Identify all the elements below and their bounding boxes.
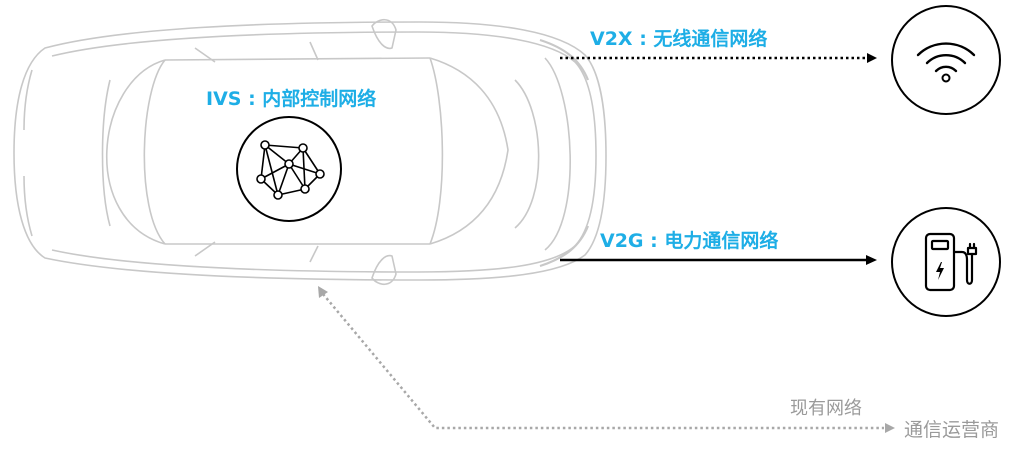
- v2g-label: V2G : 电力通信网络: [600, 226, 778, 253]
- network-mesh-icon: [237, 117, 341, 221]
- carrier-label: 通信运营商: [904, 415, 999, 442]
- existing-network-label: 现有网络: [790, 394, 862, 420]
- v2x-arrow: [560, 53, 877, 63]
- wifi-icon: [892, 6, 1000, 114]
- ev-charger-icon: [892, 208, 1000, 316]
- ivs-label: IVS : 内部控制网络: [206, 84, 376, 111]
- v2x-label: V2X : 无线通信网络: [590, 24, 767, 51]
- v2g-arrow: [560, 255, 877, 265]
